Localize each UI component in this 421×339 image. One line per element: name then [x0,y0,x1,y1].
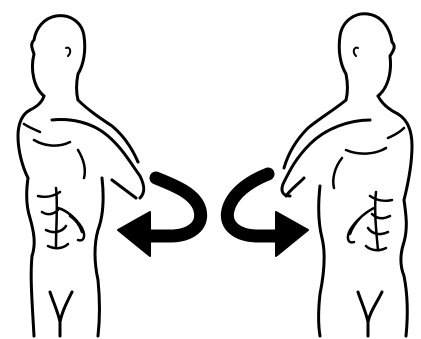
right-chest-line-2 [388,128,404,138]
left-chest-line [34,140,70,146]
right-head-outline [339,14,394,100]
left-crotch [50,292,72,336]
right-ab-line-1 [370,196,392,201]
right-arrowhead [276,212,308,256]
left-twist-arrow [118,178,201,256]
left-shoulder-outline [18,110,30,178]
right-ab-line-3 [368,228,388,234]
right-neck-back [284,100,346,168]
right-arm-lower [286,178,304,196]
left-arrow-body [146,178,201,236]
right-chest-detail [333,158,342,188]
left-ab-center [56,188,57,246]
left-torso-side [27,178,34,256]
left-torso-figure [18,16,144,336]
left-arm-upper [52,120,144,198]
left-torso-back [95,178,103,336]
left-head-outline [32,16,85,100]
left-hip-front [31,256,34,336]
right-hip-front [404,276,407,336]
left-ab-line-4 [48,244,68,248]
right-torso-figure [282,14,412,336]
right-ear [354,48,358,56]
left-neck-front [30,96,44,110]
right-shoulder-outline [398,114,412,200]
right-hand [348,208,374,242]
left-arm-lower [112,180,136,198]
left-neck-back [78,100,138,162]
left-arrowhead [118,212,150,256]
left-ear [66,48,70,56]
right-neck-front [378,96,398,114]
right-torso-side [401,200,406,276]
left-hand [58,208,84,240]
right-ab-line-4 [366,246,386,250]
left-chest-detail [78,150,85,178]
left-chest-line-2 [24,124,40,132]
right-crotch [358,292,382,336]
right-torso-back [319,186,325,336]
right-chest-line [346,148,386,154]
right-arrow-body [227,174,278,236]
